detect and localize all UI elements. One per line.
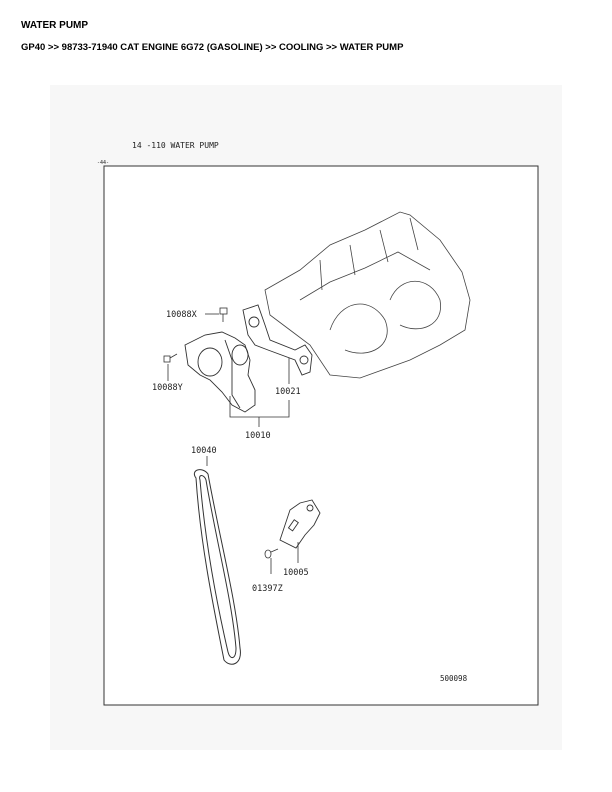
gasket-10021 xyxy=(242,304,313,376)
water-pump-10010 xyxy=(184,331,256,413)
bolt-10088x xyxy=(219,307,228,322)
page-mark: -44- xyxy=(97,160,109,166)
callout-01397z: 01397Z xyxy=(252,584,283,594)
callout-10010: 10010 xyxy=(245,431,271,441)
callout-10040: 10040 xyxy=(191,446,217,456)
bolt-01397z xyxy=(264,548,279,559)
engine-block xyxy=(264,211,471,379)
tensioner-10005 xyxy=(279,499,321,549)
callout-10005: 10005 xyxy=(283,568,309,578)
bolt-10088y xyxy=(163,353,178,363)
diagram-frame xyxy=(103,165,539,706)
callout-labels: 10088X 10088Y 10021 10010 10040 10005 01… xyxy=(152,310,468,683)
breadcrumb: GP40 >> 98733-71940 CAT ENGINE 6G72 (GAS… xyxy=(21,42,404,53)
page-title: WATER PUMP xyxy=(21,20,89,31)
callout-10088y: 10088Y xyxy=(152,383,183,393)
diagram-heading: 14 -110 WATER PUMP xyxy=(132,141,219,150)
figure-id: 500098 xyxy=(440,674,468,683)
callout-10088x: 10088X xyxy=(166,310,198,320)
callout-10021: 10021 xyxy=(275,387,301,397)
drive-belt-10040 xyxy=(194,469,241,665)
